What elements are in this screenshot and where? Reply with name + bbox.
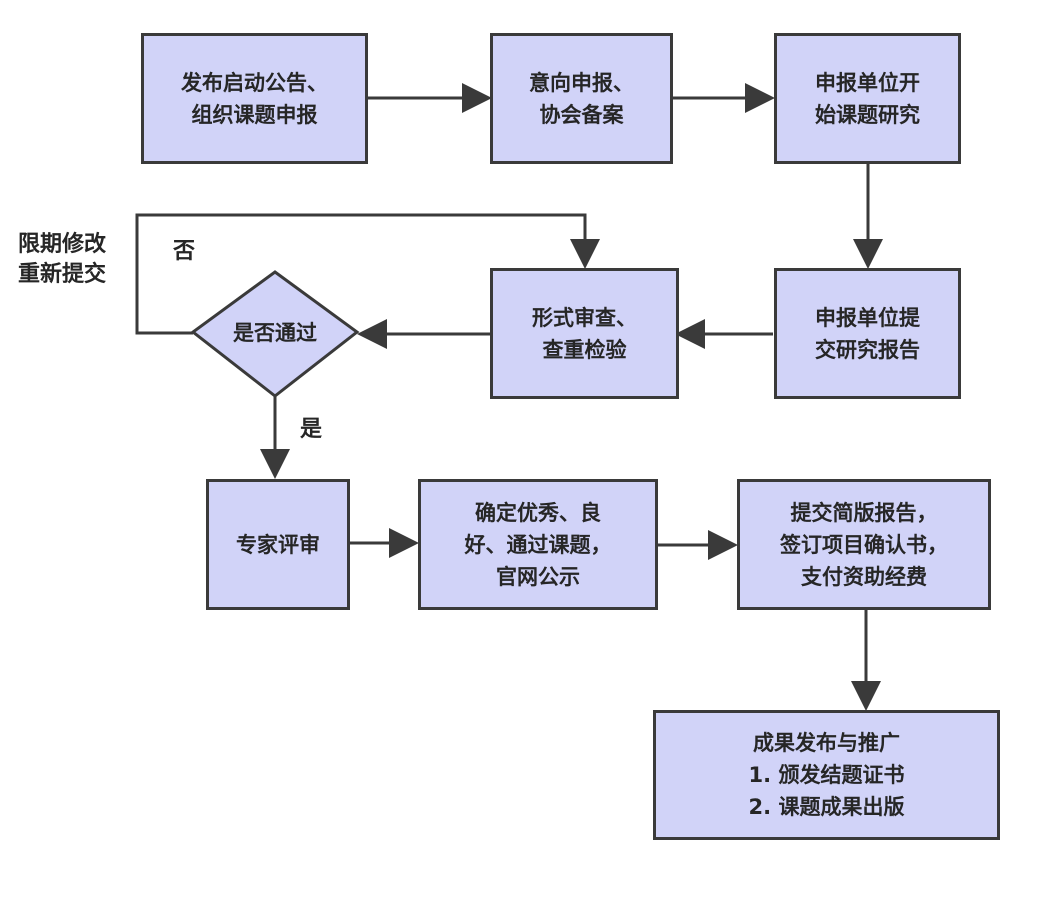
label-no: 否	[173, 239, 196, 264]
label-revise-resubmit: 限期修改 重新提交	[18, 232, 107, 287]
node-determine-results: 确定优秀、良 好、通过课题， 官网公示	[418, 479, 658, 610]
node-start-research: 申报单位开 始课题研究	[774, 33, 961, 164]
node-submit-report: 申报单位提 交研究报告	[774, 268, 961, 399]
node-intent-application: 意向申报、 协会备案	[490, 33, 673, 164]
node-submit-brief-report: 提交简版报告， 签订项目确认书， 支付资助经费	[737, 479, 991, 610]
node-results-release: 成果发布与推广 1. 颁发结题证书 2. 课题成果出版	[653, 710, 1000, 840]
arrow-decision-no-loop	[135, 213, 600, 335]
node-publish-announcement: 发布启动公告、 组织课题申报	[141, 33, 368, 164]
decision-label: 是否通过	[233, 321, 317, 345]
label-yes: 是	[300, 417, 323, 442]
node-format-review: 形式审查、 查重检验	[490, 268, 679, 399]
node-expert-review: 专家评审	[206, 479, 350, 610]
